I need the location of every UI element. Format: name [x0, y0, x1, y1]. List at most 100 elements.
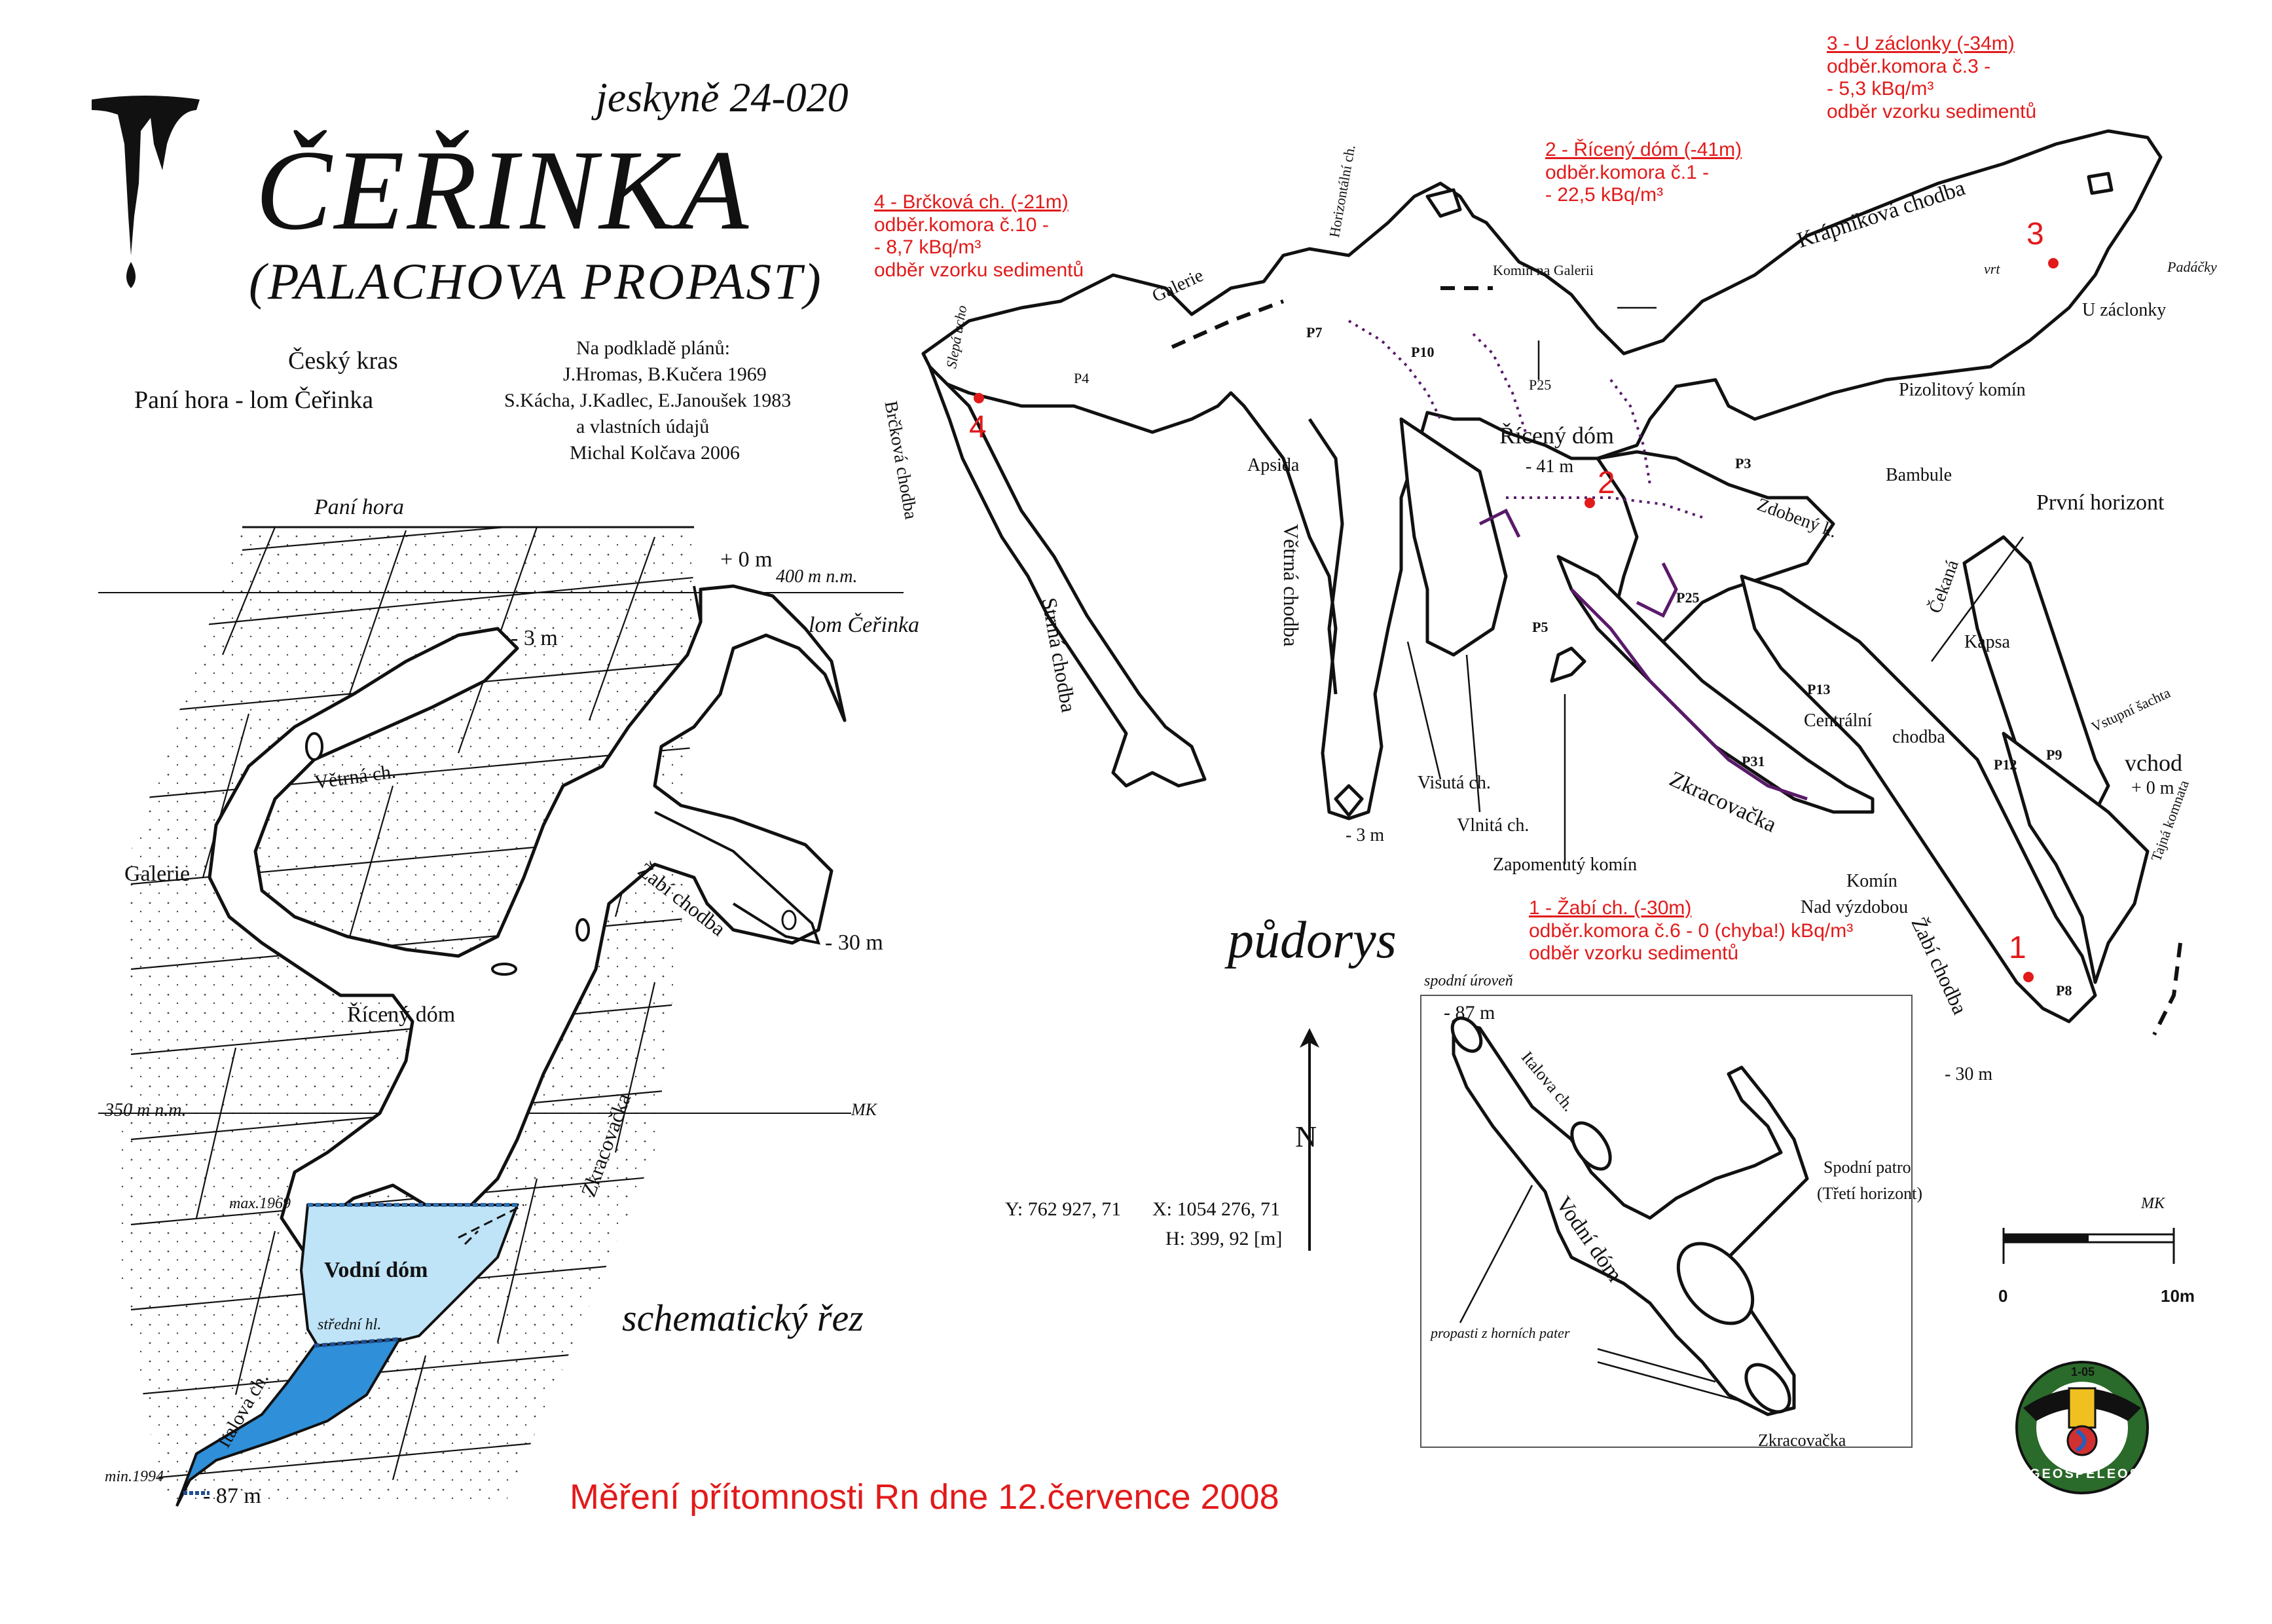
inset-frame — [1420, 995, 1913, 1448]
measurement-point-2-dot — [1585, 498, 1595, 508]
plan-label-vetrna: Větrná chodba — [1279, 524, 1303, 647]
plan-label-visuta: Visutá ch. — [1418, 773, 1491, 793]
section-level-400: 400 m n.m. — [776, 566, 858, 587]
measurement-1-line2: odběr vzorku sedimentů — [1529, 942, 1739, 964]
footer-text: Měření přítomnosti Rn dne 12.července 20… — [570, 1477, 1279, 1517]
plan-label-nad-vyzdobou: Nad výzdobou — [1801, 897, 1909, 917]
section-depth-87: - 87 m — [203, 1484, 261, 1508]
scale-label-10: 10m — [2161, 1286, 2195, 1306]
section-depth-3: - 3 m — [511, 626, 558, 650]
page-title: ČEŘINKA — [255, 126, 752, 253]
measurement-4-line1: odběr.komora č.10 - — [874, 213, 1049, 236]
inset-zkracovacka: Zkracovačka — [1758, 1431, 1846, 1450]
scale-bar — [2002, 1228, 2175, 1264]
plan-label-apsida: Apsida — [1247, 455, 1300, 475]
measurement-4-block: 4 - Brčková ch. (-21m) odběr.komora č.10… — [874, 191, 1084, 282]
measurement-4-line2: - 8,7 kBq/m³ — [874, 236, 981, 258]
plan-label-u-zaclonky: U záclonky — [2082, 300, 2167, 320]
plan-label-vrt: vrt — [1984, 261, 2000, 277]
plan-label-chodba: chodba — [1892, 727, 1945, 747]
plan-label-pizolitovy: Pizolitový komín — [1899, 380, 2026, 400]
measurement-3-line3: odběr vzorku sedimentů — [1827, 100, 2037, 122]
plan-label-centralni: Centrální — [1804, 710, 1873, 731]
sources-line3: S.Kácha, J.Kadlec, E.Janoušek 1983 — [504, 390, 792, 411]
section-stredni-label: střední hl. — [318, 1316, 382, 1333]
inset-title: spodní úroveň — [1424, 972, 1513, 989]
measurement-2-head: 2 - Řícený dóm (-41m) — [1545, 139, 1742, 160]
schematic-section — [98, 526, 904, 1507]
measurement-1-block: 1 - Žabí ch. (-30m) odběr.komora č.6 - 0… — [1529, 897, 1853, 965]
plan-label-p9: P9 — [2046, 747, 2062, 763]
section-galerie-label: Galerie — [124, 862, 191, 886]
cave-code: jeskyně 24-020 — [596, 74, 849, 120]
measurement-2-line1: odběr.komora č.1 - — [1545, 161, 1710, 183]
measurement-3-line2: - 5,3 kBq/m³ — [1827, 78, 1934, 100]
sources-line1: Na podkladě plánů: — [576, 337, 730, 359]
measurement-point-3-dot — [2048, 258, 2059, 268]
inset-propasti: propasti z horních pater — [1431, 1325, 1570, 1341]
stalactite-logo — [92, 96, 200, 288]
plan-label-zapomenuty: Zapomenutý komín — [1493, 855, 1638, 875]
section-author-mark: MK — [851, 1100, 877, 1119]
sources-line2: J.Hromas, B.Kučera 1969 — [563, 363, 767, 385]
plan-label-p25b: P25 — [1676, 589, 1700, 606]
region-line1: Český kras — [288, 347, 398, 375]
inset-drawing — [1450, 1016, 1809, 1416]
section-surface-label: Paní hora — [314, 495, 404, 519]
plan-label-minus3: - 3 m — [1346, 825, 1385, 845]
plan-label-prvni-horizont: První horizont — [2036, 490, 2165, 515]
inset-spodni1: Spodní patro — [1823, 1158, 1911, 1177]
section-max-label: max.1969 — [229, 1195, 291, 1212]
section-min-label: min.1994 — [105, 1468, 164, 1485]
coord-y: Y: 762 927, 71 — [1005, 1198, 1122, 1220]
inset-spodni2: (Třetí horizont) — [1817, 1184, 1922, 1203]
measurement-point-2-number: 2 — [1598, 466, 1615, 500]
coord-h: H: 399, 92 [m] — [1165, 1228, 1283, 1249]
plan-title: půdorys — [1228, 912, 1397, 969]
plan-label-riceny: Řícený dóm — [1499, 422, 1614, 449]
plan-label-bambule: Bambule — [1886, 465, 1952, 485]
region-line2: Paní hora - lom Čeřinka — [134, 386, 374, 414]
measurement-point-1-number: 1 — [2009, 931, 2026, 965]
logo-top-text: 1-05 — [2071, 1365, 2095, 1378]
plan-label-p3: P3 — [1735, 455, 1751, 471]
measurement-point-4-dot — [974, 393, 984, 403]
plan-label-riceny-depth: - 41 m — [1526, 456, 1574, 477]
plan-label-p5: P5 — [1532, 619, 1548, 635]
section-vodni-label: Vodní dóm — [324, 1258, 428, 1282]
plan-label-p12: P12 — [1994, 756, 2017, 773]
measurement-3-line1: odběr.komora č.3 - — [1827, 55, 1991, 77]
plan-label-vchod: vchod — [2125, 750, 2182, 776]
section-riceny-label: Řícený dóm — [347, 1003, 456, 1027]
section-quarry-label: lom Čeřinka — [809, 613, 920, 637]
section-title: schematický řez — [622, 1297, 864, 1339]
inset-depth: - 87 m — [1444, 1002, 1495, 1024]
plan-label-kapsa: Kapsa — [1964, 632, 2010, 652]
plan-author-mark: MK — [2141, 1195, 2165, 1212]
plan-label-vchod-depth: + 0 m — [2131, 778, 2174, 798]
measurement-1-head: 1 - Žabí ch. (-30m) — [1529, 897, 1692, 919]
plan-leader-lines — [1406, 306, 2025, 864]
section-depth-0: + 0 m — [720, 547, 773, 572]
plan-label-p7: P7 — [1306, 324, 1323, 341]
measurement-3-head: 3 - U záclonky (-34m) — [1827, 33, 2015, 54]
sources-line5: Michal Kolčava 2006 — [570, 442, 740, 464]
measurement-1-line1: odběr.komora č.6 - 0 (chyba!) kBq/m³ — [1529, 919, 1854, 942]
coord-x: X: 1054 276, 71 — [1152, 1198, 1280, 1220]
plan-label-p13: P13 — [1807, 681, 1831, 697]
page-subtitle: (PALACHOVA PROPAST) — [249, 253, 823, 310]
plan-label-komin-nad: Komín — [1846, 871, 1897, 891]
plan-purple-traces — [1347, 320, 1808, 801]
plan-label-p10: P10 — [1411, 344, 1435, 360]
plan-label-vlnita: Vlnitá ch. — [1457, 815, 1530, 836]
measurement-point-3-number: 3 — [2026, 217, 2044, 251]
north-label: N — [1295, 1120, 1317, 1153]
north-arrow — [1300, 1028, 1319, 1251]
geospeleos-logo — [2015, 1361, 2149, 1494]
scale-label-0: 0 — [1998, 1286, 2008, 1306]
plan-label-p25a: P25 — [1529, 377, 1552, 393]
sources-line4: a vlastních údajů — [576, 416, 710, 437]
plan-label-minus30: - 30 m — [1945, 1064, 1993, 1084]
measurement-4-line3: odběr vzorku sedimentů — [874, 259, 1084, 281]
